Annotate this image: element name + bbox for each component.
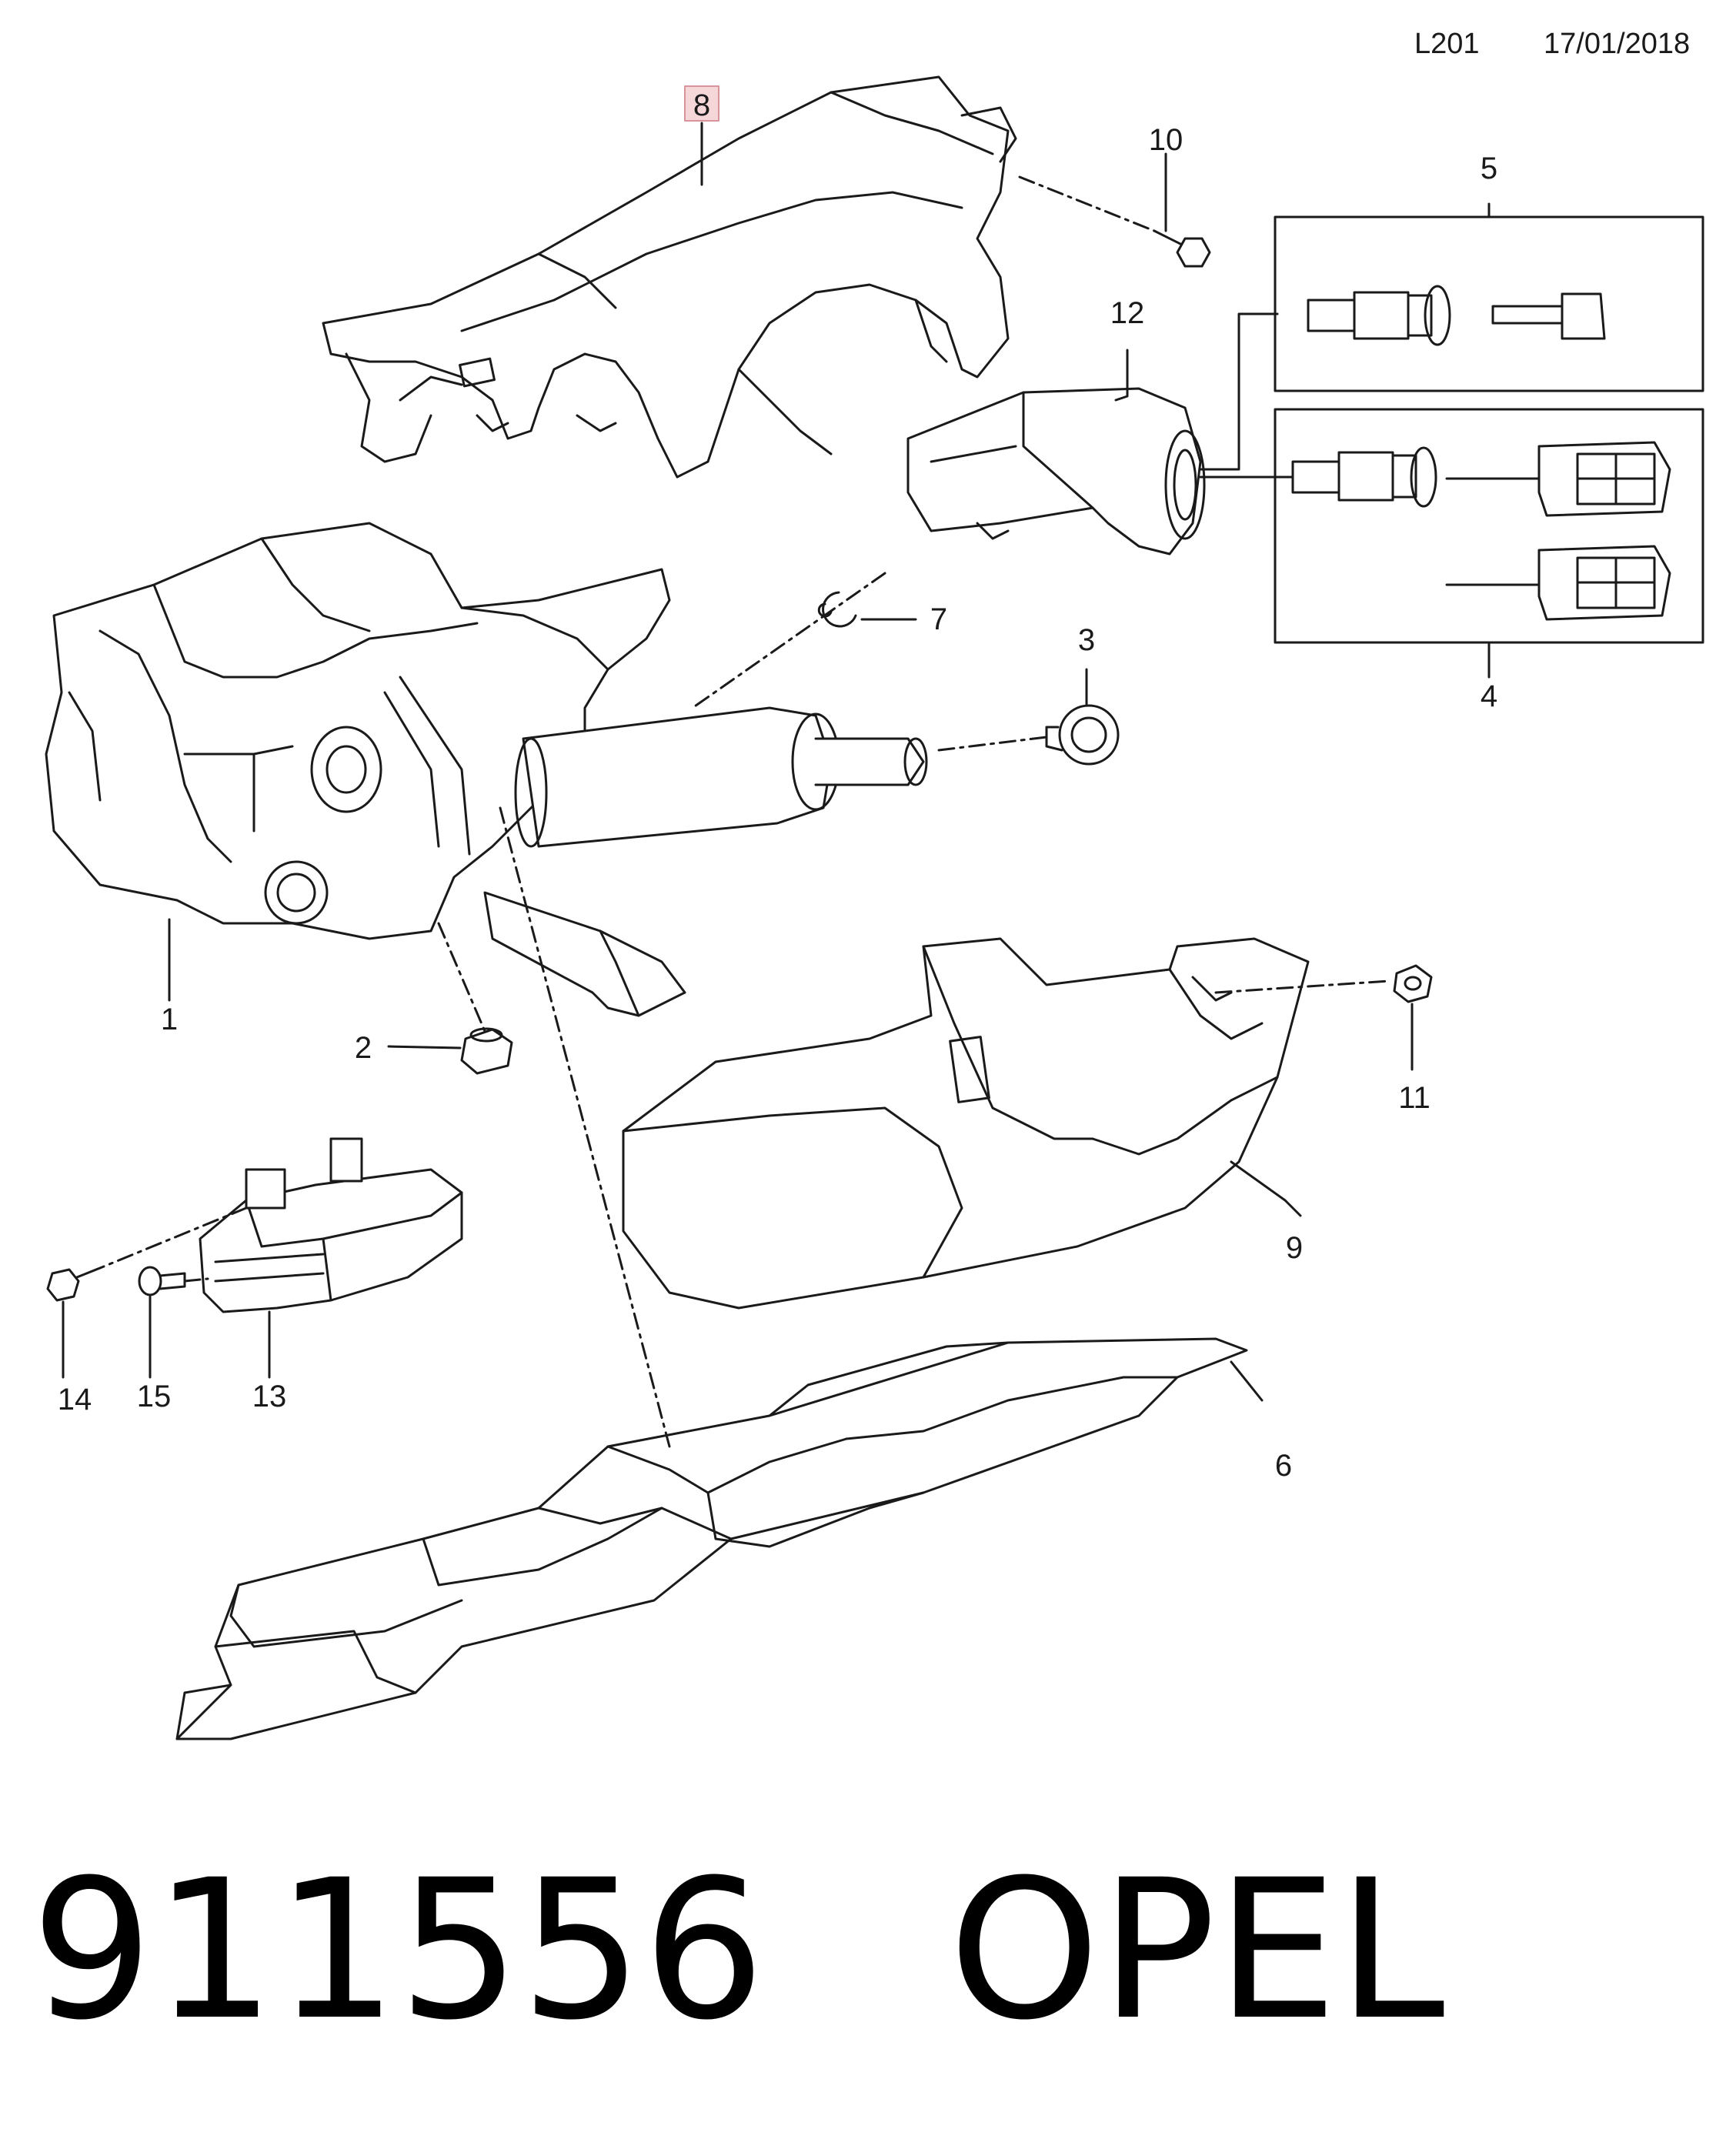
callout-13: 13 xyxy=(252,1380,287,1413)
lock-cylinder-4[interactable] xyxy=(1291,446,1437,508)
part-6-insulator[interactable] xyxy=(175,1337,1264,1740)
callout-8-highlight xyxy=(684,85,719,122)
callout-15: 15 xyxy=(137,1380,172,1413)
callout-2: 2 xyxy=(355,1031,372,1065)
callout-9: 9 xyxy=(1286,1231,1303,1265)
part-3-nut[interactable] xyxy=(1045,668,1120,766)
part-2-nut[interactable] xyxy=(387,1027,513,1075)
part-4-key-kit-box xyxy=(1274,408,1704,644)
part-9-lower-shroud[interactable] xyxy=(622,937,1310,1310)
remote-key-lower[interactable] xyxy=(1445,545,1671,621)
callout-10: 10 xyxy=(1149,123,1183,157)
callout-4: 4 xyxy=(1481,679,1497,713)
callout-1: 1 xyxy=(161,1003,178,1036)
callout-8: 8 xyxy=(693,88,710,122)
part-10-bolt[interactable] xyxy=(1153,152,1211,268)
callout-5: 5 xyxy=(1481,152,1497,185)
lock-cylinder-5[interactable] xyxy=(1307,285,1451,346)
part-5-lock-kit-box xyxy=(1274,215,1704,392)
diagram-date: 17/01/2018 xyxy=(1544,28,1691,60)
callout-6: 6 xyxy=(1275,1449,1292,1483)
callout-11: 11 xyxy=(1398,1081,1431,1115)
callout-3: 3 xyxy=(1078,623,1095,657)
remote-key-upper[interactable] xyxy=(1445,441,1671,517)
part-12-lock-housing[interactable] xyxy=(906,387,1206,556)
brand-name: OPEL xyxy=(948,1838,1445,2062)
part-number: 911556 xyxy=(31,1838,766,2062)
callout-14: 14 xyxy=(58,1383,92,1417)
callout-12: 12 xyxy=(1110,296,1145,330)
part-7-retaining-ring[interactable] xyxy=(817,591,917,628)
part-11-screw[interactable] xyxy=(1393,964,1433,1071)
key-blank-5[interactable] xyxy=(1491,292,1606,340)
part-13-module[interactable] xyxy=(199,1137,463,1379)
part-number-title: 911556 OPEL xyxy=(31,1854,1445,2047)
callout-7: 7 xyxy=(930,602,947,636)
part-1-steering-column[interactable] xyxy=(45,522,928,1017)
part-15-screw[interactable] xyxy=(138,1266,186,1379)
diagram-code: L201 xyxy=(1414,28,1480,60)
part-14-bolt[interactable] xyxy=(46,1266,102,1379)
part-8-upper-shroud[interactable] xyxy=(322,75,1017,479)
